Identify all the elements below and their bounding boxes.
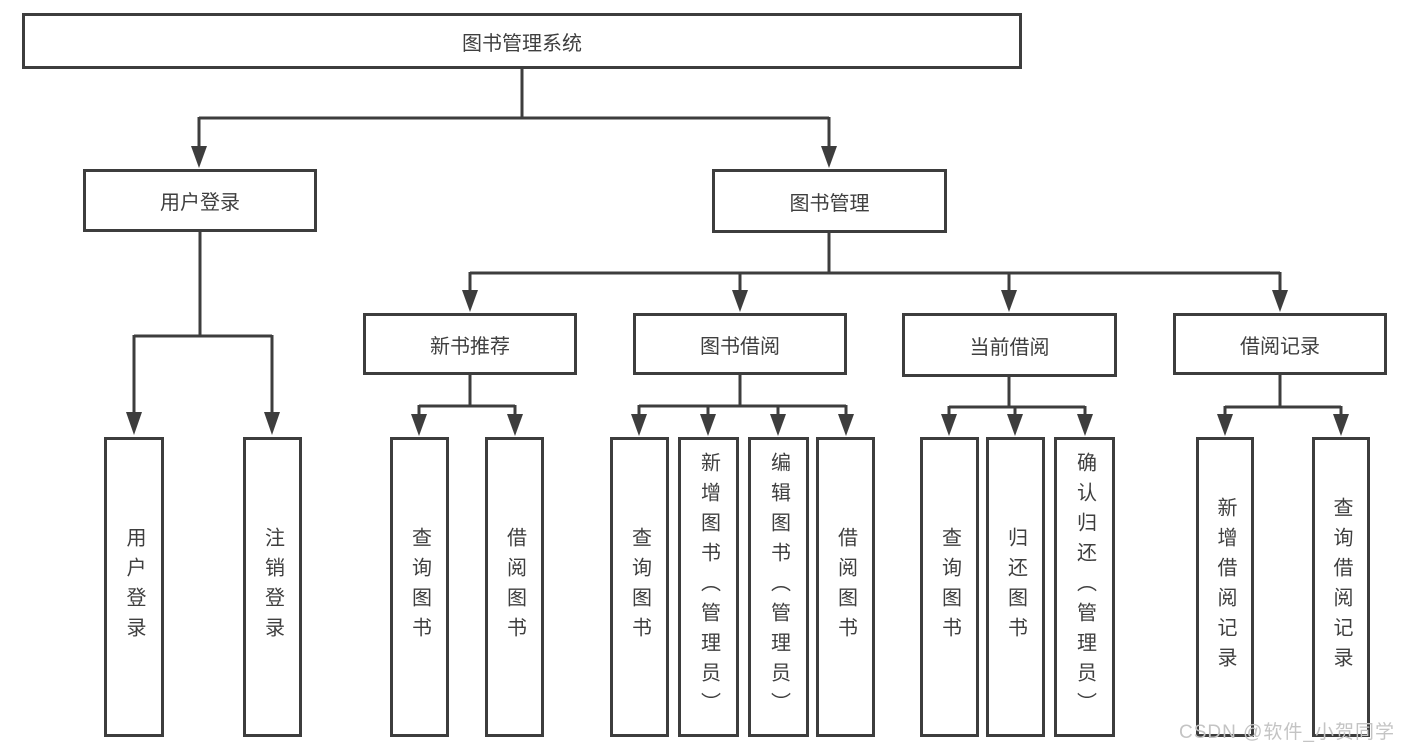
leaf-logout: 注销登录 [243, 437, 302, 737]
leaf-query-borrow-record: 查询借阅记录 [1312, 437, 1370, 737]
node-borrow-records: 借阅记录 [1173, 313, 1387, 375]
leaf-query-books-current: 查询图书 [920, 437, 979, 737]
leaf-add-borrow-record: 新增借阅记录 [1196, 437, 1254, 737]
node-new-book-recommend: 新书推荐 [363, 313, 577, 375]
node-current-borrow-label: 当前借阅 [969, 336, 1050, 359]
leaf-return-books: 归还图书 [986, 437, 1045, 737]
leaf-add-borrow-record-label: 新增借阅记录 [1214, 497, 1236, 677]
leaf-borrow-books: 借阅图书 [816, 437, 875, 737]
connector-book-management [462, 233, 1288, 312]
node-book-management: 图书管理 [712, 169, 947, 233]
leaf-logout-label: 注销登录 [261, 527, 284, 647]
node-book-borrow: 图书借阅 [633, 313, 847, 375]
connector-root [191, 69, 837, 168]
leaf-user-login-label: 用户登录 [123, 527, 145, 647]
leaf-return-books-label: 归还图书 [1004, 527, 1027, 647]
connector-borrow-records [1217, 375, 1349, 436]
node-current-borrow: 当前借阅 [902, 313, 1117, 377]
node-new-book-recommend-label: 新书推荐 [430, 335, 510, 358]
connector-user-login [126, 232, 280, 435]
leaf-query-books-current-label: 查询图书 [938, 527, 961, 647]
leaf-confirm-return-admin: 确认归还（管理员） [1054, 437, 1115, 737]
node-user-login-label: 用户登录 [160, 192, 240, 214]
connector-book-borrow [631, 375, 854, 436]
connector-new-book-recommend [411, 375, 523, 436]
leaf-borrow-books-label: 借阅图书 [834, 527, 857, 647]
leaf-query-books-borrow-label: 查询图书 [628, 527, 651, 647]
leaf-query-borrow-record-label: 查询借阅记录 [1330, 497, 1352, 677]
node-borrow-records-label: 借阅记录 [1240, 335, 1320, 358]
csdn-watermark: CSDN @软件_小贺同学 [1179, 722, 1395, 743]
node-root-library-system: 图书管理系统 [22, 13, 1022, 69]
node-user-login: 用户登录 [83, 169, 317, 232]
leaf-add-books-admin-label: 新增图书（管理员） [697, 452, 720, 722]
leaf-borrow-books-recommend: 借阅图书 [485, 437, 544, 737]
node-book-management-label: 图书管理 [789, 192, 870, 215]
leaf-edit-books-admin: 编辑图书（管理员） [748, 437, 809, 737]
leaf-borrow-books-recommend-label: 借阅图书 [503, 527, 526, 647]
node-book-borrow-label: 图书借阅 [700, 335, 780, 358]
leaf-add-books-admin: 新增图书（管理员） [678, 437, 739, 737]
leaf-user-login: 用户登录 [104, 437, 164, 737]
leaf-edit-books-admin-label: 编辑图书（管理员） [767, 452, 790, 722]
connector-current-borrow [941, 375, 1093, 436]
leaf-confirm-return-admin-label: 确认归还（管理员） [1073, 452, 1096, 722]
leaf-query-books-borrow: 查询图书 [610, 437, 669, 737]
leaf-query-books-recommend: 查询图书 [390, 437, 449, 737]
node-root-label: 图书管理系统 [462, 32, 582, 55]
leaf-query-books-recommend-label: 查询图书 [408, 527, 431, 647]
